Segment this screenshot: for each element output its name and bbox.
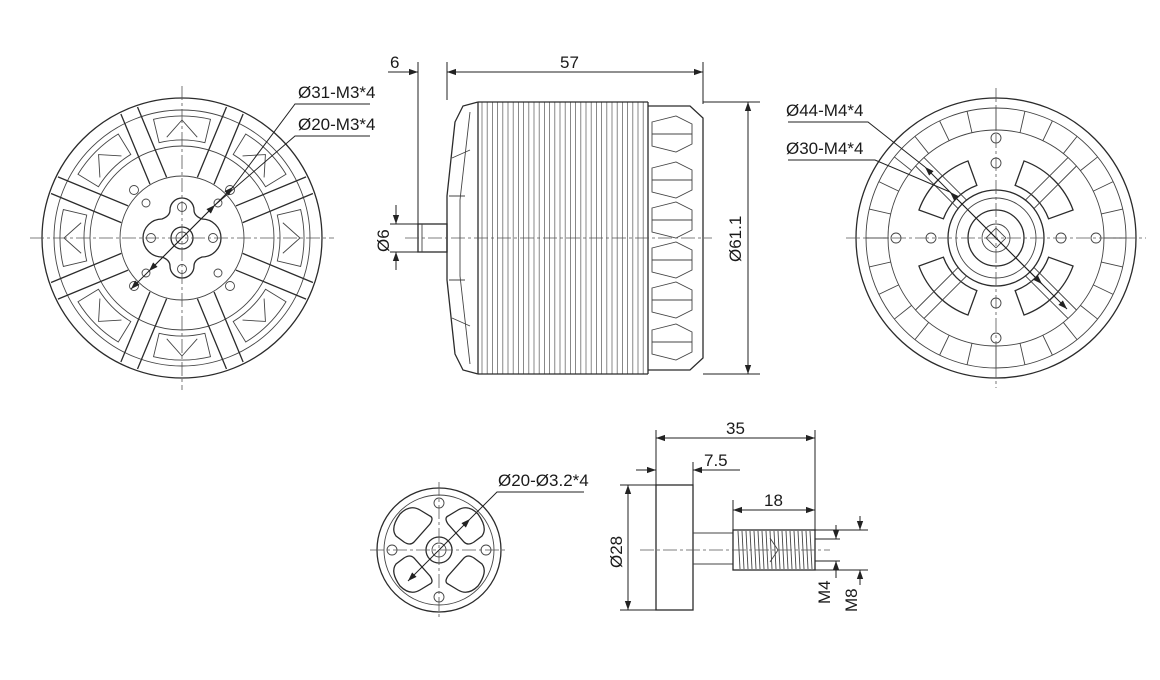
front-bolt-circle-inner-label: Ø20-M3*4 — [298, 115, 375, 134]
adapter-flange-diameter-label: Ø28 — [607, 536, 626, 568]
adapter-thread-length-label: 18 — [764, 491, 783, 510]
prop-adapter-side-view — [620, 430, 868, 611]
adapter-thread-major-label: M8 — [842, 588, 861, 612]
side-view — [388, 62, 760, 375]
adapter-flange-thickness-label: 7.5 — [704, 451, 728, 470]
adapter-total-length-label: 35 — [726, 419, 745, 438]
shaft-extension-label: 6 — [390, 53, 399, 72]
shaft-diameter-label: Ø6 — [374, 229, 393, 252]
motor-length-label: 57 — [560, 53, 579, 72]
adapter-thread-minor-label: M4 — [815, 580, 834, 604]
front-bolt-circle-outer-label: Ø31-M3*4 — [298, 83, 375, 102]
motor-diameter-label: Ø61.1 — [726, 216, 745, 262]
rear-bolt-circle-inner-label: Ø30-M4*4 — [786, 139, 863, 158]
front-view — [30, 86, 370, 390]
prop-adapter-front-view — [370, 482, 584, 618]
rear-view — [788, 88, 1146, 388]
rear-bolt-circle-outer-label: Ø44-M4*4 — [786, 101, 863, 120]
prop-adapter-bolt-circle-label: Ø20-Ø3.2*4 — [498, 471, 589, 490]
